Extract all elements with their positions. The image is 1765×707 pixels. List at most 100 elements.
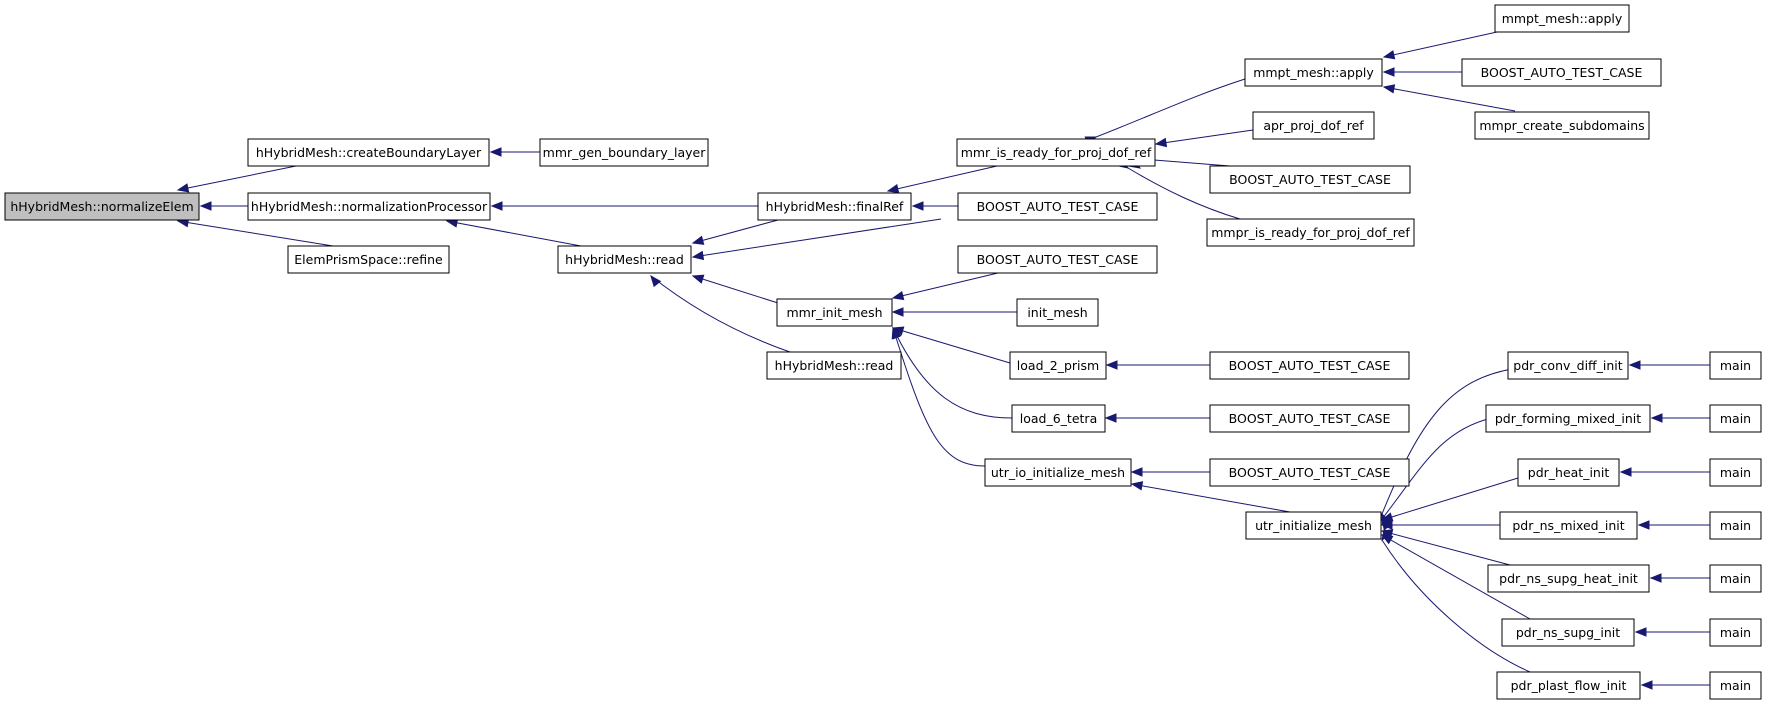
- node-label: hHybridMesh::createBoundaryLayer: [256, 145, 482, 160]
- function-node[interactable]: pdr_ns_supg_heat_init: [1487, 564, 1650, 593]
- node-box: [1487, 564, 1650, 593]
- node-box: [984, 458, 1132, 487]
- function-node[interactable]: main: [1709, 458, 1762, 487]
- edge-n20-to-n13: [1105, 360, 1210, 370]
- function-node[interactable]: init_mesh: [1016, 298, 1099, 327]
- function-node[interactable]: main: [1709, 671, 1762, 700]
- function-node[interactable]: mmr_init_mesh: [776, 298, 893, 327]
- edge-n22-to-n15: [1130, 467, 1210, 477]
- function-node[interactable]: main: [1709, 618, 1762, 647]
- root-function-node[interactable]: hHybridMesh::normalizeElem: [4, 192, 200, 221]
- function-node[interactable]: main: [1709, 351, 1762, 380]
- function-node[interactable]: hHybridMesh::read: [557, 245, 692, 274]
- function-node[interactable]: utr_initialize_mesh: [1245, 511, 1382, 540]
- arrowhead: [1130, 481, 1144, 491]
- function-node[interactable]: main: [1709, 511, 1762, 540]
- function-node[interactable]: load_2_prism: [1009, 351, 1107, 380]
- edge-n6-to-n5: [691, 219, 779, 245]
- function-node[interactable]: mmr_is_ready_for_proj_dof_ref: [956, 138, 1156, 167]
- edge-n23-to-n15: [1130, 481, 1291, 513]
- node-label: pdr_ns_supg_init: [1516, 625, 1620, 640]
- node-label: ElemPrismSpace::refine: [294, 252, 443, 267]
- function-node[interactable]: hHybridMesh::createBoundaryLayer: [247, 138, 490, 167]
- function-node[interactable]: mmpr_is_ready_for_proj_dof_ref: [1206, 218, 1415, 247]
- node-label: mmpt_mesh::apply: [1253, 65, 1374, 80]
- function-node[interactable]: BOOST_AUTO_TEST_CASE: [957, 192, 1158, 221]
- node-label: pdr_forming_mixed_init: [1495, 411, 1641, 426]
- arrowhead: [489, 147, 502, 157]
- node-box: [1209, 165, 1411, 194]
- function-node[interactable]: hHybridMesh::finalRef: [757, 192, 912, 221]
- arrowhead: [176, 183, 190, 193]
- function-node[interactable]: pdr_forming_mixed_init: [1485, 404, 1651, 433]
- edge-line: [1127, 167, 1241, 220]
- function-node[interactable]: pdr_heat_init: [1517, 458, 1620, 487]
- edge-n38-to-n31: [1649, 573, 1710, 583]
- node-label: utr_io_initialize_mesh: [991, 465, 1125, 480]
- edge-n36-to-n29: [1619, 467, 1710, 477]
- node-box: [1494, 4, 1630, 33]
- function-node[interactable]: hHybridMesh::normalizationProcessor: [247, 192, 491, 221]
- function-node[interactable]: pdr_conv_diff_init: [1507, 351, 1629, 380]
- node-box: [1209, 351, 1410, 380]
- node-box: [1496, 671, 1641, 700]
- edge-n40-to-n33: [1640, 680, 1710, 690]
- function-node[interactable]: mmr_gen_boundary_layer: [539, 138, 709, 167]
- function-node[interactable]: mmpr_create_subdomains: [1474, 111, 1650, 140]
- node-label: pdr_conv_diff_init: [1513, 358, 1622, 373]
- arrowhead: [1619, 467, 1632, 477]
- node-label: load_6_tetra: [1020, 411, 1097, 426]
- function-node[interactable]: apr_proj_dof_ref: [1252, 111, 1375, 140]
- edge-line: [1381, 530, 1511, 566]
- function-node[interactable]: pdr_ns_supg_init: [1501, 618, 1635, 647]
- node-box: [1499, 511, 1638, 540]
- node-box: [1507, 351, 1629, 380]
- node-label: mmr_gen_boundary_layer: [543, 145, 707, 160]
- edge-n2-to-n0: [199, 201, 248, 211]
- edges-layer: [176, 29, 1710, 690]
- node-box: [1501, 618, 1635, 647]
- edge-n8-to-n5: [650, 274, 791, 353]
- function-node[interactable]: BOOST_AUTO_TEST_CASE: [1209, 351, 1410, 380]
- function-node[interactable]: pdr_plast_flow_init: [1496, 671, 1641, 700]
- node-box: [957, 245, 1158, 274]
- function-node[interactable]: mmpt_mesh::apply: [1244, 58, 1383, 87]
- edge-line: [692, 275, 779, 304]
- function-node[interactable]: main: [1709, 564, 1762, 593]
- node-label: mmpr_is_ready_for_proj_dof_ref: [1211, 225, 1410, 240]
- arrowhead: [1382, 84, 1396, 94]
- function-node[interactable]: load_6_tetra: [1011, 404, 1106, 433]
- function-node[interactable]: BOOST_AUTO_TEST_CASE: [1461, 58, 1662, 87]
- node-label: BOOST_AUTO_TEST_CASE: [1229, 172, 1391, 187]
- edge-n34-to-n27: [1628, 360, 1710, 370]
- function-node[interactable]: pdr_ns_mixed_init: [1499, 511, 1638, 540]
- edge-line: [1381, 417, 1493, 520]
- function-node[interactable]: BOOST_AUTO_TEST_CASE: [1209, 165, 1411, 194]
- arrowhead: [1650, 413, 1663, 423]
- node-box: [776, 298, 893, 327]
- node-box: [1016, 298, 1099, 327]
- edge-n10-to-n6: [911, 201, 958, 211]
- arrowhead: [691, 250, 705, 261]
- node-box: [1009, 351, 1107, 380]
- node-label: hHybridMesh::read: [565, 252, 684, 267]
- arrowhead: [911, 201, 924, 211]
- function-node[interactable]: BOOST_AUTO_TEST_CASE: [1209, 404, 1410, 433]
- function-node[interactable]: utr_io_initialize_mesh: [984, 458, 1132, 487]
- node-box: [956, 138, 1156, 167]
- edge-n15-to-n7: [891, 326, 986, 467]
- function-node[interactable]: BOOST_AUTO_TEST_CASE: [957, 245, 1158, 274]
- function-node[interactable]: ElemPrismSpace::refine: [287, 245, 450, 274]
- edge-n25-to-n16: [1382, 67, 1462, 77]
- function-node[interactable]: hHybridMesh::read: [766, 351, 902, 380]
- function-node[interactable]: main: [1709, 404, 1762, 433]
- arrowhead: [691, 274, 705, 284]
- edge-n4-to-n1: [489, 147, 540, 157]
- function-node[interactable]: mmpt_mesh::apply: [1494, 4, 1630, 33]
- edge-n17-to-n9: [1154, 129, 1254, 148]
- node-label: mmpt_mesh::apply: [1502, 11, 1623, 26]
- edge-n27-to-n23: [1381, 368, 1513, 526]
- function-node[interactable]: BOOST_AUTO_TEST_CASE: [1209, 458, 1410, 487]
- edge-n31-to-n23: [1380, 529, 1511, 566]
- edge-n13-to-n7: [891, 326, 1011, 364]
